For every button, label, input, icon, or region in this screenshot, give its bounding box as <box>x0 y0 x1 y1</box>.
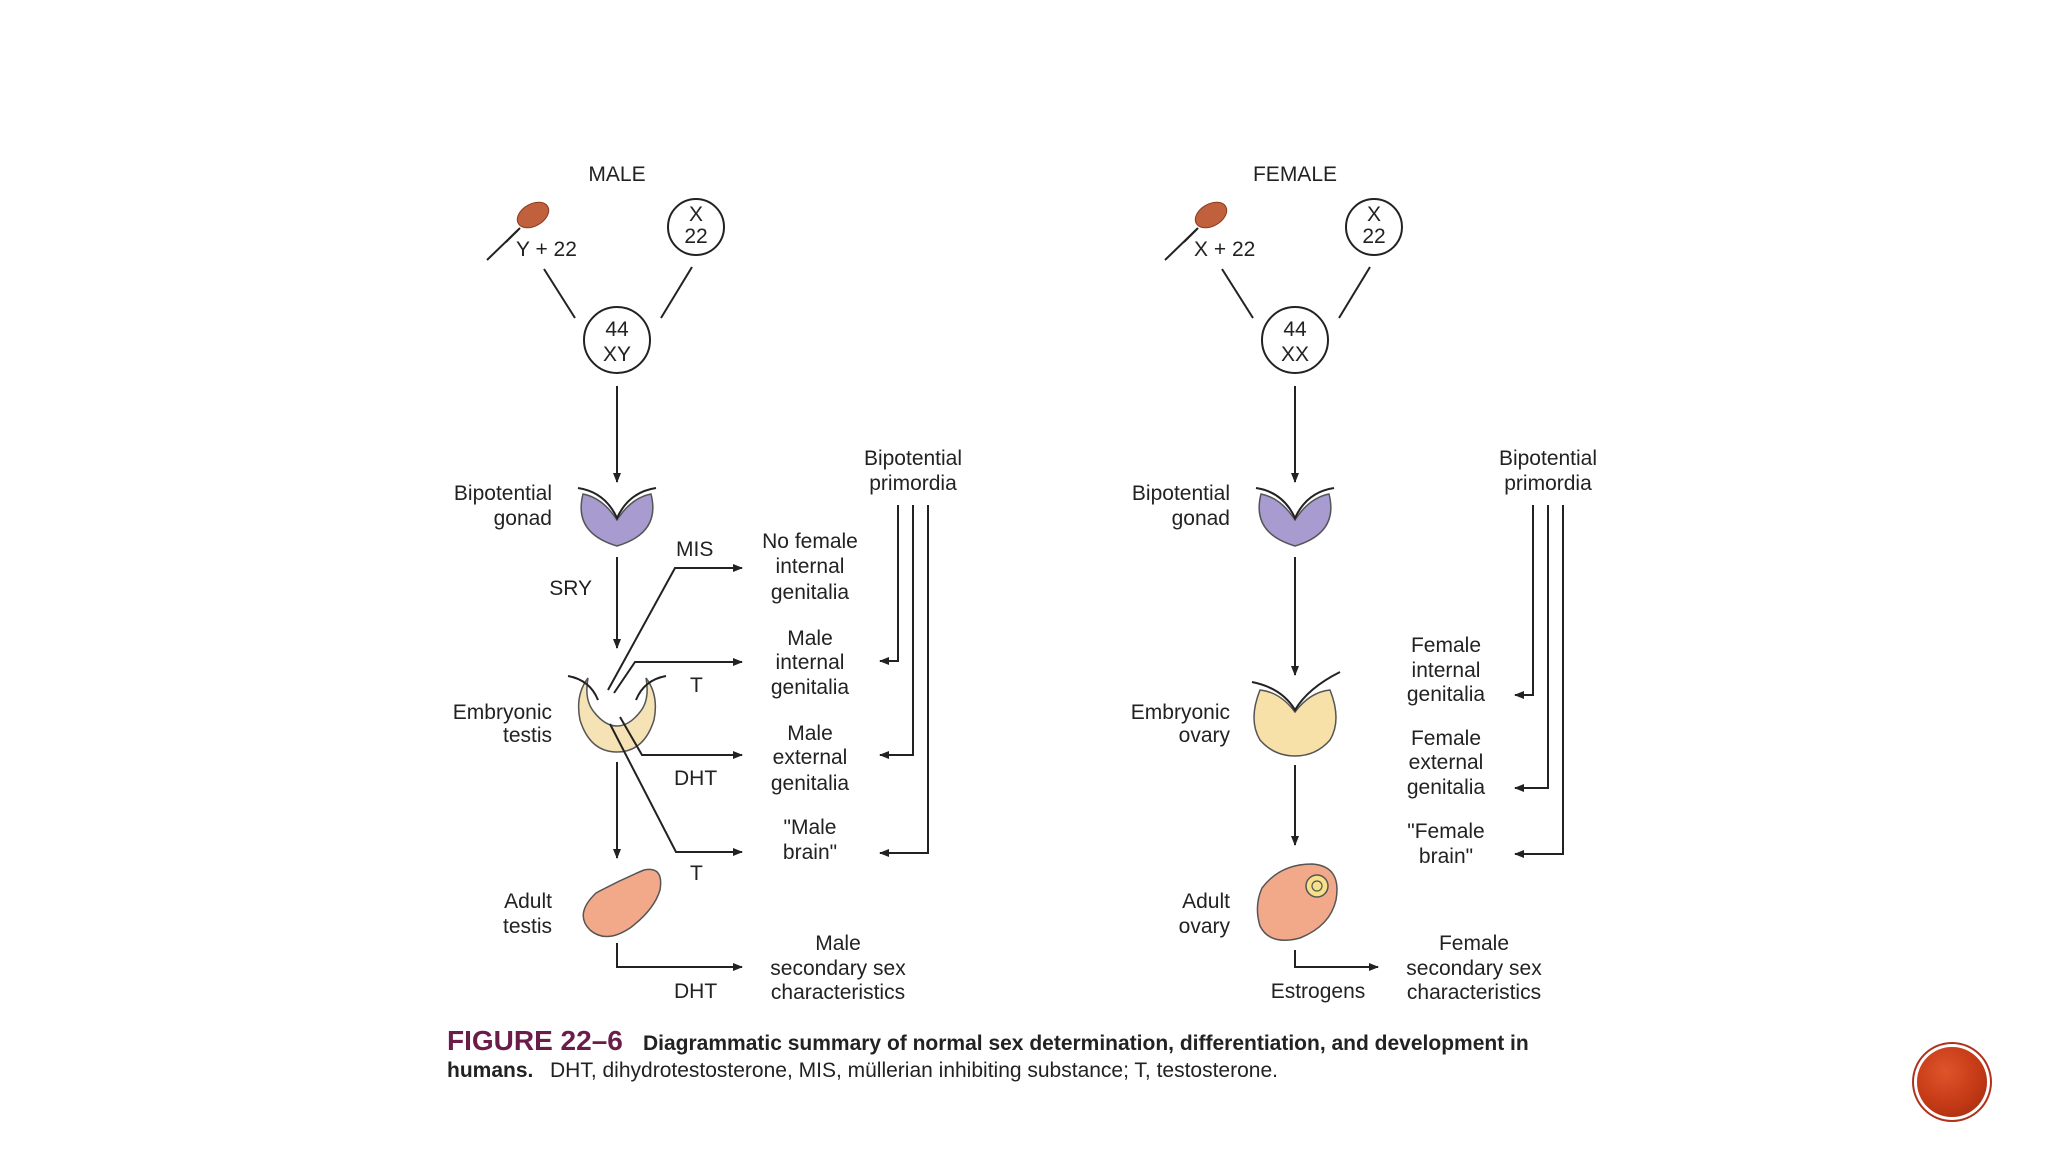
male-ovum <box>667 198 725 256</box>
female-zygote-line1: 44 <box>1283 318 1307 341</box>
female-zygote <box>1261 306 1329 374</box>
male-secondary-2: secondary sex <box>770 957 906 980</box>
male-sry-label: SRY <box>549 577 592 600</box>
male-panel: MALE Y + 22 X 22 44 XY Bipotential gonad… <box>453 163 962 1004</box>
male-external-3: genitalia <box>771 772 850 795</box>
male-primordia-label-1: Bipotential <box>864 447 962 470</box>
figure-label: FIGURE 22–6 <box>447 1025 623 1056</box>
male-dht1-label: DHT <box>674 767 717 790</box>
male-internal-3: genitalia <box>771 676 850 699</box>
female-gonad-label-2: gonad <box>1172 507 1230 530</box>
male-external-2: external <box>773 746 848 769</box>
male-dht2-label: DHT <box>674 980 717 1003</box>
male-zygote-line1: 44 <box>605 318 629 341</box>
female-sperm-label: X + 22 <box>1194 238 1255 261</box>
estrogens-label: Estrogens <box>1271 980 1366 1003</box>
female-primordia-label-1: Bipotential <box>1499 447 1597 470</box>
male-brain-2: brain" <box>783 841 837 864</box>
male-zygote <box>583 306 651 374</box>
male-primordia-label-2: primordia <box>869 472 957 495</box>
male-internal-2: internal <box>776 651 845 674</box>
embryonic-testis <box>577 677 657 753</box>
male-brain-1: "Male <box>784 816 837 839</box>
follicle-icon <box>1305 874 1329 898</box>
slide-badge[interactable] <box>1917 1047 1987 1117</box>
female-internal-1: Female <box>1411 634 1481 657</box>
male-no-female-1: No female <box>762 530 858 553</box>
female-external-3: genitalia <box>1407 776 1486 799</box>
male-embryonic-label-1: Embryonic <box>453 701 552 724</box>
adult-ovary <box>1256 863 1338 941</box>
male-embryonic-label-2: testis <box>503 724 552 747</box>
female-ovum <box>1345 198 1403 256</box>
female-heading: FEMALE <box>1253 163 1337 186</box>
male-zygote-line2: XY <box>603 343 631 366</box>
male-external-1: Male <box>787 722 833 745</box>
female-embryonic-label-2: ovary <box>1179 724 1231 747</box>
figure-caption: FIGURE 22–6 Diagrammatic summary of norm… <box>447 1025 1529 1082</box>
male-no-female-2: internal <box>776 555 845 578</box>
female-secondary-2: secondary sex <box>1406 957 1542 980</box>
female-brain-1: "Female <box>1407 820 1484 843</box>
female-gonad-label-1: Bipotential <box>1132 482 1230 505</box>
caption-rest: DHT, dihydrotestosterone, MIS, müllerian… <box>550 1059 1278 1082</box>
male-gonad-label-1: Bipotential <box>454 482 552 505</box>
male-sperm-label: Y + 22 <box>516 238 577 261</box>
male-secondary-3: characteristics <box>771 981 905 1004</box>
embryonic-ovary <box>1253 689 1337 757</box>
sperm-icon <box>1164 201 1228 261</box>
female-adult-label-2: ovary <box>1179 915 1231 938</box>
male-internal-1: Male <box>787 627 833 650</box>
female-primordia-label-2: primordia <box>1504 472 1592 495</box>
female-secondary-3: characteristics <box>1407 981 1541 1004</box>
female-secondary-1: Female <box>1439 932 1509 955</box>
male-adult-label-1: Adult <box>504 890 552 913</box>
mis-label: MIS <box>676 538 713 561</box>
male-t2-label: T <box>690 862 703 885</box>
male-heading: MALE <box>588 163 645 186</box>
male-ovum-line2: 22 <box>684 225 707 248</box>
female-panel: FEMALE X + 22 X 22 44 XX Bipotential gon… <box>1131 163 1597 1004</box>
male-adult-label-2: testis <box>503 915 552 938</box>
female-embryonic-label-1: Embryonic <box>1131 701 1230 724</box>
female-brain-2: brain" <box>1419 845 1473 868</box>
female-internal-3: genitalia <box>1407 683 1486 706</box>
male-no-female-3: genitalia <box>771 581 850 604</box>
female-zygote-line2: XX <box>1281 343 1309 366</box>
female-ovum-line1: X <box>1367 203 1381 226</box>
caption-bold-line1: Diagrammatic summary of normal sex deter… <box>643 1032 1529 1055</box>
sperm-icon <box>486 201 550 261</box>
male-ovum-line1: X <box>689 203 703 226</box>
male-secondary-1: Male <box>815 932 861 955</box>
male-t1-label: T <box>690 674 703 697</box>
adult-testis <box>582 868 662 938</box>
female-adult-label-1: Adult <box>1182 890 1230 913</box>
female-external-2: external <box>1409 751 1484 774</box>
caption-bold-line2: humans. <box>447 1059 533 1082</box>
female-external-1: Female <box>1411 727 1481 750</box>
female-internal-2: internal <box>1412 659 1481 682</box>
female-ovum-line2: 22 <box>1362 225 1385 248</box>
male-gonad-label-2: gonad <box>494 507 552 530</box>
